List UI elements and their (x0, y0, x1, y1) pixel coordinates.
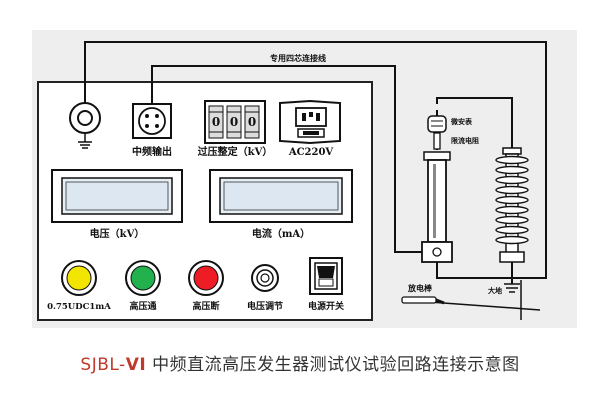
microammeter-label: 微安表 (450, 117, 473, 126)
power-switch-label: 电源开关 (308, 300, 344, 312)
earth-label: 大地 (488, 286, 502, 295)
hv-off-button[interactable] (188, 260, 224, 296)
insulator-column (495, 147, 529, 263)
hv-off-label: 高压断 (192, 300, 219, 312)
current-limit-resistor-label: 限流电阻 (451, 136, 479, 145)
earth-symbol (504, 283, 520, 293)
ac-power-label: AC220V (288, 147, 334, 158)
lamp-075 (61, 260, 97, 296)
power-switch[interactable] (309, 257, 343, 295)
microammeter (427, 115, 447, 133)
voltage-adjust-knob[interactable] (251, 264, 279, 292)
hv-on-button[interactable] (125, 260, 161, 296)
current-meter-label: 电流（mA） (252, 227, 310, 240)
ground-wire (84, 41, 547, 279)
discharge-rod-label: 放电棒 (407, 283, 433, 293)
four-core-cable-label: 专用四芯连接线 (270, 53, 326, 63)
ac-power-inlet[interactable] (279, 99, 341, 145)
top-bus (436, 97, 513, 150)
earth-terminal[interactable] (69, 102, 101, 149)
caption-title: 中频直流高压发生器测试仪试验回路连接示意图 (152, 355, 520, 375)
current-limit-resistor (433, 110, 441, 150)
voltage-meter (51, 169, 183, 223)
base-bus (436, 262, 512, 279)
caption-numeral: VI (125, 355, 147, 375)
switch-digit-3: 0 (248, 115, 256, 129)
current-meter (209, 169, 353, 223)
overvoltage-label: 过压整定（kV） (198, 145, 273, 158)
hv-column (421, 151, 453, 263)
diagram-caption: SJBL-VI 中频直流高压发生器测试仪试验回路连接示意图 (0, 350, 600, 375)
four-core-cable (151, 65, 434, 253)
caption-model: SJBL- (80, 355, 126, 375)
voltage-adjust-label: 电压调节 (247, 300, 283, 312)
discharge-rod[interactable] (401, 280, 541, 320)
mid-freq-output-socket[interactable] (132, 103, 172, 139)
switch-digit-2: 0 (230, 115, 238, 129)
hv-on-label: 高压通 (129, 300, 156, 312)
lamp-075-label: 0.75UDC1mA (47, 302, 111, 312)
switch-digit-1: 0 (212, 115, 220, 129)
voltage-meter-label: 电压（kV） (90, 227, 145, 240)
mid-freq-output-label: 中频输出 (132, 145, 172, 158)
overvoltage-thumbwheel[interactable]: 0 0 0 (204, 100, 266, 144)
